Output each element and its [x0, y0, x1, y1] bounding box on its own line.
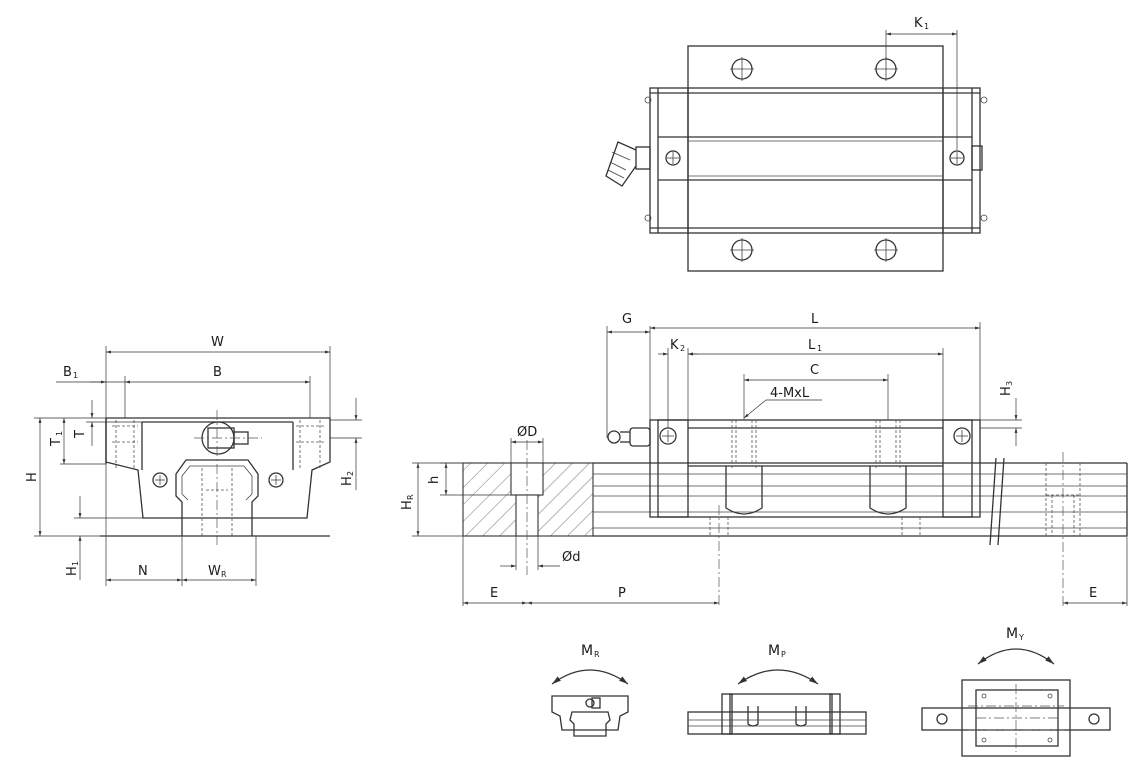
- dim-K1-label: K: [914, 16, 923, 31]
- end-view-block-outline: [105, 417, 331, 519]
- dim-HR-sub: R: [406, 494, 415, 500]
- dim-L1-label: L: [808, 338, 816, 353]
- top-mounting-hole-4: [874, 238, 898, 262]
- dim-T1-sub: 1: [55, 431, 64, 436]
- dim-C-label: C: [810, 363, 819, 378]
- dim-H2-label: H: [340, 476, 355, 486]
- side-tapped-hole-right: [296, 420, 324, 468]
- side-slot-1: [725, 466, 763, 515]
- moment-MP-icon: M P: [687, 643, 867, 735]
- moment-MR-label: M: [581, 643, 593, 659]
- top-mounting-hole-2: [874, 57, 898, 81]
- dim-E-left-label: E: [490, 586, 498, 601]
- dim-WR-label: W: [208, 564, 221, 579]
- dim-K1-sub: 1: [924, 22, 929, 31]
- dim-WR-sub: R: [221, 570, 227, 579]
- end-screw-right: [949, 150, 965, 166]
- dim-B1-label: B: [63, 365, 72, 380]
- dim-H2-sub: 2: [346, 471, 355, 476]
- top-view-block-body: [687, 45, 944, 272]
- end-view: W B B 1 H T 1 T H 2 H: [25, 335, 362, 586]
- moment-MR-sub: R: [594, 650, 600, 659]
- dim-od-label: Ød: [562, 550, 580, 565]
- top-mounting-hole-3: [730, 238, 754, 262]
- dim-T1-label: T: [49, 438, 64, 447]
- tapped-hole-2: [875, 420, 901, 468]
- grease-nipple-icon: [605, 141, 651, 187]
- dim-B1-sub: 1: [73, 371, 78, 380]
- rail-break-mark: [989, 457, 997, 546]
- dim-H1-label: H: [65, 566, 80, 576]
- moment-MP-sub: P: [781, 650, 786, 659]
- tapped-hole-1: [731, 420, 757, 468]
- side-view: G L K 2 L 1 C 4-MxL H 3 ØD: [400, 312, 1128, 606]
- dim-H-label: H: [25, 472, 40, 482]
- dim-L1-sub: 1: [817, 344, 822, 353]
- moment-MY-label: M: [1006, 626, 1018, 642]
- side-grease-nipple-icon: [607, 427, 651, 447]
- dim-L-label: L: [811, 312, 819, 327]
- dim-P-label: P: [618, 586, 626, 601]
- dim-T-label: T: [73, 430, 88, 439]
- end-view-grease-nipple-icon: [194, 421, 262, 455]
- dim-G-label: G: [622, 312, 632, 327]
- dim-E-right-label: E: [1089, 586, 1097, 601]
- dim-HR-label: H: [400, 500, 415, 510]
- dim-OD-label: ØD: [517, 425, 537, 440]
- dim-H1-sub: 1: [71, 561, 80, 566]
- side-slot-2: [869, 466, 907, 515]
- dim-4-MxL-label: 4-MxL: [770, 386, 810, 401]
- moment-MY-icon: M Y: [921, 626, 1111, 757]
- side-tapped-hole-left: [112, 420, 138, 468]
- dim-B-label: B: [213, 365, 222, 380]
- dim-h-label: h: [427, 476, 442, 484]
- dim-H3-label: H: [999, 386, 1014, 396]
- dim-K2-label: K: [670, 338, 679, 353]
- side-view-block: [657, 419, 973, 518]
- dim-N-label: N: [138, 564, 148, 579]
- top-view-end-caps: [649, 87, 981, 234]
- dim-K2-sub: 2: [680, 344, 685, 353]
- dim-H3-sub: 3: [1005, 381, 1014, 386]
- moment-MR-icon: M R: [551, 643, 629, 737]
- top-mounting-hole-1: [730, 57, 754, 81]
- dim-W-label: W: [211, 335, 224, 350]
- top-view: K 1: [605, 16, 988, 272]
- end-screw-left: [665, 150, 681, 166]
- moment-MY-sub: Y: [1018, 633, 1024, 642]
- moment-MP-label: M: [768, 643, 780, 659]
